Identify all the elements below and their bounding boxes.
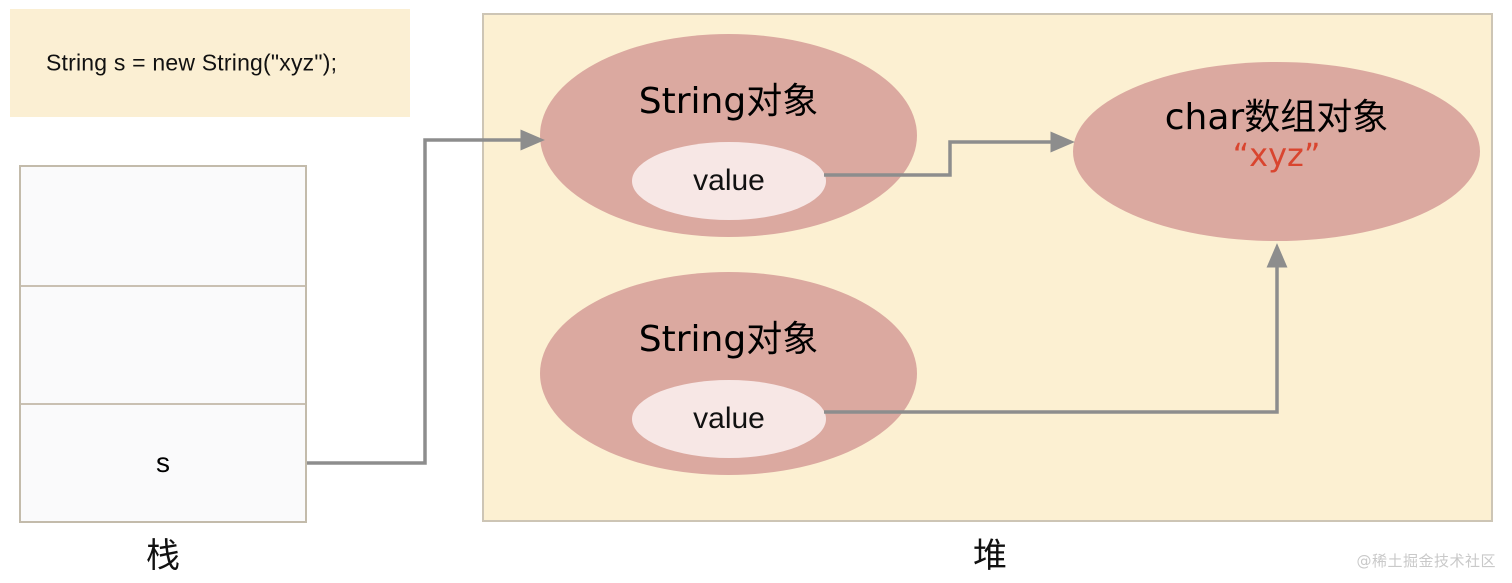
char-array-object-title: char数组对象	[1164, 97, 1389, 138]
stack-cell-2: s	[21, 405, 305, 521]
string-object-2-value-field: value	[632, 380, 826, 458]
string-object-1-value-field: value	[632, 142, 826, 220]
char-array-object: char数组对象 “xyz”	[1073, 62, 1480, 241]
stack-container: s	[19, 165, 307, 523]
string-object-1: String对象 value	[540, 34, 917, 237]
string-object-2-value-label: value	[693, 402, 765, 435]
string-object-1-title: String对象	[638, 81, 819, 122]
watermark: @稀土掘金技术社区	[1356, 552, 1496, 570]
string-object-2-title: String对象	[638, 319, 819, 360]
stack-cell-0	[21, 167, 305, 285]
string-object-2: String对象 value	[540, 272, 917, 475]
heap-region-label: 堆	[973, 536, 1007, 576]
stack-region-label: 栈	[146, 536, 180, 576]
string-object-1-value-label: value	[693, 164, 765, 197]
code-snippet-box: String s = new String("xyz");	[10, 9, 410, 117]
char-array-object-value: “xyz”	[1232, 136, 1321, 174]
stack-variable-s-label: s	[156, 447, 170, 478]
stack-cell-1	[21, 285, 305, 405]
code-snippet-text: String s = new String("xyz");	[46, 49, 338, 76]
